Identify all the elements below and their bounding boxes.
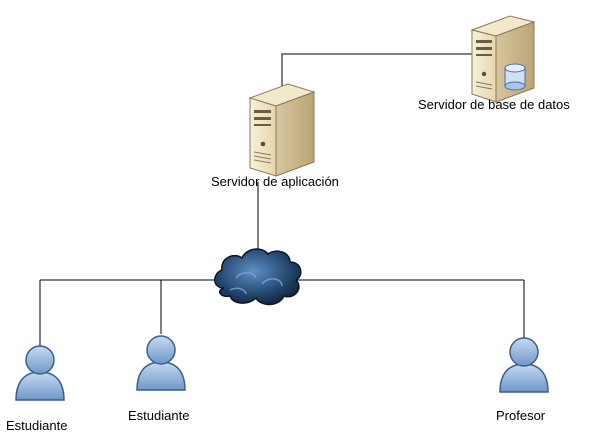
database-cylinder-icon [504,63,526,91]
user-icon [15,345,65,401]
student-1-label: Estudiante [6,418,68,433]
student-2-label: Estudiante [128,408,190,423]
teacher-label: Profesor [496,408,546,423]
app-server-label: Servidor de aplicación [211,174,339,189]
server-tower-database-icon [470,15,536,103]
cloud-network-icon [214,248,302,306]
user-icon [499,337,549,393]
db-server-label: Servidor de base de datos [418,97,570,112]
server-tower-icon [248,83,316,177]
user-icon [136,335,186,391]
